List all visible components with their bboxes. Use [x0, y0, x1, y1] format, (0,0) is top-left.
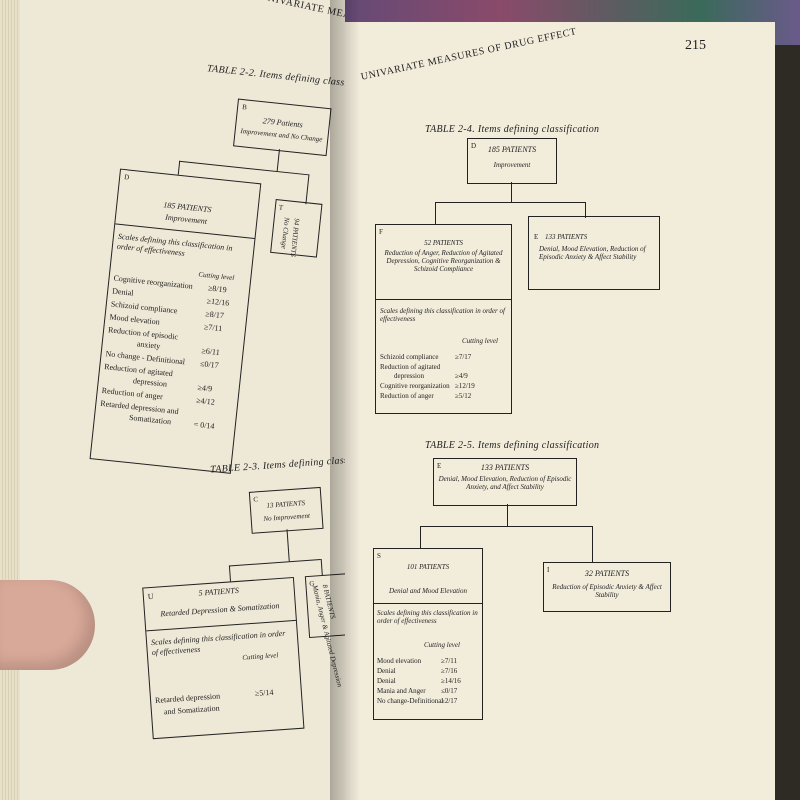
- table-2-5-title: TABLE 2-5. Items defining classification: [425, 440, 600, 451]
- node-id: F: [379, 228, 383, 236]
- node-d: D 185 PATIENTS Improvement: [467, 138, 557, 184]
- scales-heading: Scales defining this classification in o…: [380, 307, 505, 324]
- table-2-3: TABLE 2-3. Items defining classification…: [132, 452, 345, 770]
- connector: [507, 504, 508, 526]
- node-title: 101 PATIENTS: [406, 563, 450, 571]
- node-id: B: [241, 103, 248, 112]
- table-row: Denial≥7/16: [377, 667, 458, 675]
- connector: [435, 202, 585, 203]
- table-row: Reduction of agitated: [380, 363, 441, 371]
- running-head-left: UNIVARIATE MEASURES OF DRUG EFFECT: [259, 0, 345, 48]
- connector: [305, 174, 310, 205]
- table-row: Cognitive reorganization≥12/19: [380, 382, 475, 390]
- connector: [420, 526, 421, 548]
- node-g: G 8 PATIENTS Mania, Anger & Agitated Dep…: [304, 573, 345, 688]
- node-e-top: E 133 PATIENTS Denial, Mood Elevation, R…: [433, 458, 577, 506]
- table-row: depression≥4/9: [394, 372, 468, 380]
- table-row: Schizoid compliance≥7/17: [380, 353, 472, 361]
- connector: [276, 149, 280, 172]
- node-title: 94 PATIENTS: [288, 217, 301, 258]
- table-row: Denial≥12/16: [111, 286, 230, 308]
- left-page: UNIVARIATE MEASURES OF DRUG EFFECT TABLE…: [0, 0, 345, 800]
- table-row: Mood elevation≥7/11: [377, 657, 458, 665]
- right-page: 215 UNIVARIATE MEASURES OF DRUG EFFECT T…: [345, 22, 775, 800]
- table-row: Mood elevation≥7/11: [109, 312, 223, 334]
- page-number: 215: [685, 38, 706, 53]
- table-2-4-title: TABLE 2-4. Items defining classification: [425, 124, 600, 135]
- node-f: F 52 PATIENTS Reduction of Anger, Reduct…: [375, 224, 512, 414]
- table-row: and Somatization: [163, 703, 220, 717]
- divider: [374, 603, 482, 604]
- node-subtitle: Denial and Mood Elevation: [389, 587, 467, 595]
- thumb: [0, 580, 95, 670]
- table-row: No change-Definitional≥2/17: [377, 697, 458, 705]
- connector: [511, 182, 512, 202]
- connector: [585, 202, 586, 218]
- node-u: U 5 PATIENTS Retarded Depression & Somat…: [142, 576, 305, 740]
- node-title: 52 PATIENTS: [424, 239, 463, 247]
- node-subtitle: No Improvement: [263, 511, 311, 523]
- table-row: Mania and Anger≤0/17: [377, 687, 458, 695]
- table-row: anxiety≥6/11: [136, 339, 221, 357]
- node-t: T 94 PATIENTS No Change: [270, 199, 323, 258]
- node-id: T: [278, 203, 284, 212]
- table-2-2: TABLE 2-2. Items defining classification…: [86, 55, 345, 495]
- table-title: TABLE 2-2. Items defining classification: [206, 63, 345, 93]
- connector: [286, 529, 290, 562]
- node-id: I: [547, 566, 550, 574]
- node-title: 133 PATIENTS: [480, 463, 530, 472]
- node-id: S: [377, 552, 381, 560]
- cutting-level-label: Cutting level: [198, 270, 235, 283]
- node-id: E: [534, 233, 539, 241]
- connector: [420, 526, 592, 527]
- node-s: S 101 PATIENTS Denial and Mood Elevation…: [373, 548, 483, 720]
- node-title: 13 PATIENTS: [266, 499, 306, 510]
- running-head-right: UNIVARIATE MEASURES OF DRUG EFFECT: [360, 26, 578, 83]
- divider: [376, 299, 511, 300]
- node-title: 32 PATIENTS: [584, 569, 630, 578]
- connector: [435, 202, 436, 224]
- cutting-level-label: Cutting level: [424, 641, 460, 649]
- node-title: 5 PATIENTS: [198, 585, 240, 598]
- node-subtitle: Reduction of Anger, Reduction of Agitate…: [384, 249, 503, 274]
- node-id: D: [123, 173, 130, 182]
- node-b: B 279 Patients Improvement and No Change: [233, 98, 332, 157]
- node-i: I 32 PATIENTS Reduction of Episodic Anxi…: [543, 562, 671, 612]
- scales-heading: Scales defining this classification in o…: [116, 231, 233, 258]
- connector: [179, 160, 309, 176]
- connector: [592, 526, 593, 562]
- table-row: Reduction of anger≥5/12: [380, 392, 472, 400]
- node-subtitle: Retarded Depression & Somatization: [160, 601, 280, 619]
- table-row: depression≥4/9: [132, 376, 213, 394]
- node-subtitle: Denial, Mood Elevation, Reduction of Epi…: [438, 475, 572, 492]
- node-subtitle: Improvement: [493, 161, 531, 169]
- connector: [228, 565, 232, 582]
- page-edge: [0, 0, 20, 800]
- cutting-level-label: Cutting level: [462, 337, 498, 345]
- connector: [320, 558, 323, 576]
- node-c: C 13 PATIENTS No Improvement: [248, 486, 324, 534]
- node-title: 133 PATIENTS: [545, 233, 588, 241]
- table-row: Denial≥14/16: [377, 677, 461, 685]
- scales-heading: Scales defining this classification in o…: [377, 609, 478, 626]
- node-d: D 185 PATIENTS Improvement Scales defini…: [89, 168, 262, 474]
- node-subtitle: Reduction of Episodic Anxiety & Affect S…: [552, 583, 662, 600]
- connector: [228, 559, 321, 567]
- node-subtitle: Denial, Mood Elevation, Reduction of Epi…: [539, 245, 646, 262]
- connector: [177, 160, 181, 175]
- node-id: D: [471, 142, 477, 150]
- node-title: 185 PATIENTS: [487, 145, 537, 154]
- node-id: E: [437, 462, 442, 470]
- cutting-level-label: Cutting level: [242, 651, 279, 662]
- node-e: E 133 PATIENTS Denial, Mood Elevation, R…: [528, 216, 660, 290]
